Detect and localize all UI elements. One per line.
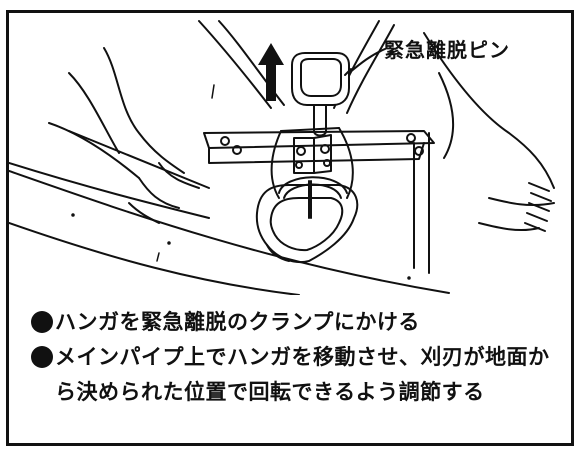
bullet-icon bbox=[31, 346, 53, 368]
up-arrow-icon bbox=[258, 43, 284, 101]
pin-handle bbox=[291, 52, 350, 106]
instruction-notes: ハンガを緊急離脱のクランプにかける メインパイプ上でハンガを移動させ、刈刃が地面… bbox=[31, 305, 561, 410]
callout-line bbox=[348, 48, 386, 74]
illustration: 緊急離脱ピン bbox=[9, 13, 571, 295]
clamp-band-outer bbox=[255, 184, 359, 264]
left-arm-sleeve-outline bbox=[103, 47, 185, 174]
note-text: メインパイプ上でハンガを移動させ、刈刃が地面から決められた位置で回転できるよう調… bbox=[55, 345, 550, 404]
note-item: ハンガを緊急離脱のクランプにかける bbox=[31, 305, 561, 340]
clamp-band-inner bbox=[269, 197, 344, 252]
strap-left bbox=[198, 20, 272, 109]
emergency-release-pin-label: 緊急離脱ピン bbox=[384, 38, 510, 62]
instruction-panel: 緊急離脱ピン ハンガを緊急離脱のクランプにかける メインパイプ上でハンガを移動さ… bbox=[6, 10, 574, 446]
shirt-right bbox=[423, 32, 555, 189]
hanger-arm-left bbox=[270, 130, 282, 199]
note-text: ハンガを緊急離脱のクランプにかける bbox=[55, 310, 420, 334]
illustration-drawing bbox=[9, 20, 555, 295]
main-pipe-top bbox=[9, 170, 450, 294]
clamp-ring bbox=[278, 176, 348, 194]
main-pipe-bottom bbox=[9, 222, 300, 295]
hanger-bar bbox=[203, 130, 435, 149]
bullet-icon bbox=[31, 311, 53, 333]
note-item: メインパイプ上でハンガを移動させ、刈刃が地面から決められた位置で回転できるよう調… bbox=[31, 340, 561, 410]
